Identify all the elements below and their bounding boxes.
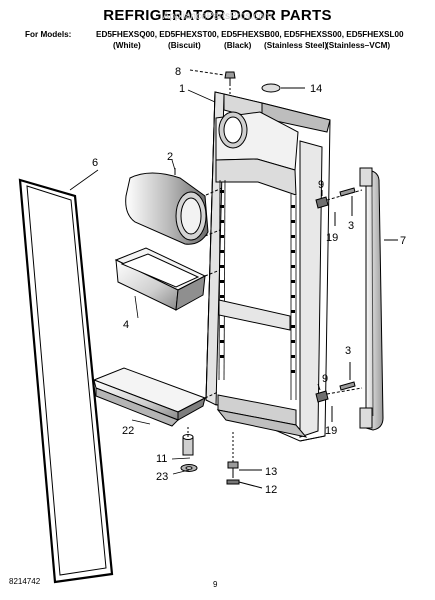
- callout-19-lower: 19: [325, 425, 337, 437]
- models-list: ED5FHEXSQ00, ED5FHEXST00, ED5FHEXSB00, E…: [96, 30, 404, 39]
- door-liner: [205, 91, 331, 442]
- variant-black: (Black): [224, 41, 252, 50]
- callout-12: 12: [265, 484, 277, 496]
- callout-11: 11: [156, 453, 167, 465]
- variant-stainless-vcm: (Stainless–VCM): [326, 41, 391, 50]
- callout-1: 1: [179, 83, 185, 95]
- callout-leaders: [69, 89, 216, 475]
- callout-9-upper: 9: [318, 179, 324, 191]
- callout-13: 13: [265, 466, 277, 478]
- callout-3-lower: 3: [345, 345, 351, 357]
- hinge-shim: [180, 464, 198, 472]
- callout-22: 22: [122, 425, 134, 437]
- callout-7: 7: [400, 235, 406, 247]
- cap-plug: [261, 83, 305, 93]
- watermark: AppliancePartsPros.com: [162, 11, 273, 22]
- callout-19-upper: 19: [326, 232, 338, 244]
- page-title: REFRIGERATOR DOOR PARTS: [103, 7, 332, 24]
- callout-2: 2: [167, 151, 173, 163]
- variant-biscuit: (Biscuit): [168, 41, 201, 50]
- bottom-hinge-screws: [226, 432, 263, 489]
- door-gasket: [18, 178, 114, 584]
- callout-labels: 8 1 14 2 6 9 19 3 7 4 3 9 19 22 11 23 13…: [92, 66, 406, 496]
- dispenser-bin: [125, 168, 223, 245]
- callout-6: 6: [92, 157, 98, 169]
- footer-page-number: 9: [213, 580, 218, 589]
- callout-14: 14: [310, 83, 322, 95]
- top-screw: [189, 69, 236, 96]
- callout-4: 4: [123, 319, 129, 331]
- callout-9-lower: 9: [322, 373, 328, 385]
- handle-mounting-hardware-lower: [315, 362, 363, 422]
- callout-23: 23: [156, 471, 168, 483]
- footer-part-number: 8214742: [9, 577, 41, 586]
- callout-3-upper: 3: [348, 220, 354, 232]
- door-bin: [114, 247, 221, 311]
- hinge-bushing: [182, 427, 194, 456]
- variant-stainless-steel: (Stainless Steel): [264, 41, 328, 50]
- variant-white: (White): [113, 41, 141, 50]
- lower-door-bin: [92, 367, 219, 427]
- models-prefix: For Models:: [25, 30, 72, 39]
- handle-mounting-hardware-upper: [315, 187, 363, 226]
- door-handle: [359, 167, 398, 431]
- callout-8: 8: [175, 66, 181, 78]
